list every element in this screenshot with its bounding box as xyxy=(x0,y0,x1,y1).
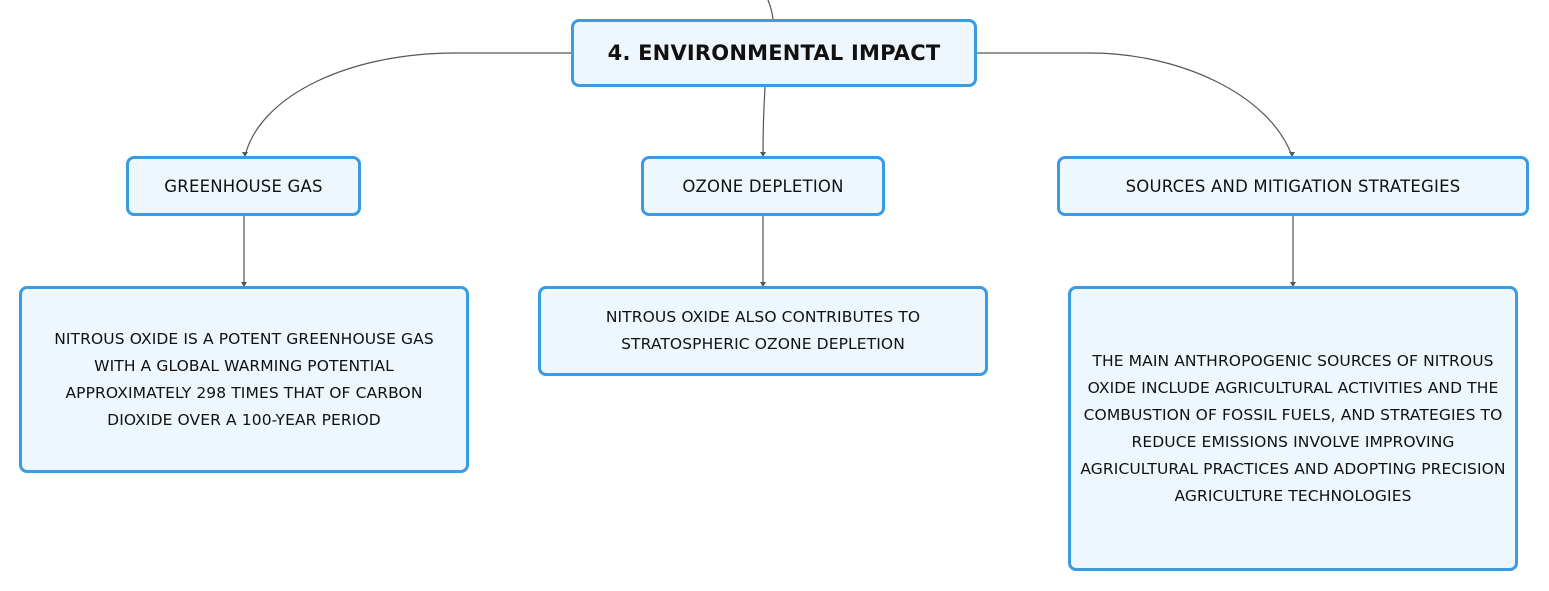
connector-root-to-sources xyxy=(977,52,1293,157)
arrowhead-greenhouse-detail xyxy=(241,282,247,287)
topic-sources-mitigation[interactable]: SOURCES AND MITIGATION STRATEGIES xyxy=(1057,156,1529,216)
detail-text: NITROUS OXIDE IS A POTENT GREENHOUSE GAS… xyxy=(54,329,434,429)
topic-label: SOURCES AND MITIGATION STRATEGIES xyxy=(1125,176,1461,196)
detail-ozone-depletion[interactable]: NITROUS OXIDE ALSO CONTRIBUTES TO STRATO… xyxy=(538,286,988,376)
arrowhead-sources xyxy=(1289,152,1295,157)
topic-label: GREENHOUSE GAS xyxy=(164,176,323,196)
connector-root-to-greenhouse-gas xyxy=(244,52,571,157)
detail-greenhouse-gas[interactable]: NITROUS OXIDE IS A POTENT GREENHOUSE GAS… xyxy=(19,286,469,473)
detail-text: NITROUS OXIDE ALSO CONTRIBUTES TO STRATO… xyxy=(605,308,921,353)
arrowhead-sources-detail xyxy=(1290,282,1296,287)
topic-ozone-depletion[interactable]: OZONE DEPLETION xyxy=(641,156,885,216)
topic-greenhouse-gas[interactable]: GREENHOUSE GAS xyxy=(126,156,361,216)
arrowhead-ozone-detail xyxy=(760,282,766,287)
detail-text: THE MAIN ANTHROPOGENIC SOURCES OF NITROU… xyxy=(1080,351,1506,505)
root-node[interactable]: 4. ENVIRONMENTAL IMPACT xyxy=(571,19,977,87)
connector-root-to-ozone-depletion xyxy=(762,86,766,157)
topic-label: OZONE DEPLETION xyxy=(682,176,844,196)
connector-parent-to-root xyxy=(767,0,774,20)
arrowhead-ozone-depletion xyxy=(760,152,766,157)
arrowhead-greenhouse-gas xyxy=(242,152,248,157)
detail-sources-mitigation[interactable]: THE MAIN ANTHROPOGENIC SOURCES OF NITROU… xyxy=(1068,286,1518,571)
root-title: 4. ENVIRONMENTAL IMPACT xyxy=(607,41,941,65)
